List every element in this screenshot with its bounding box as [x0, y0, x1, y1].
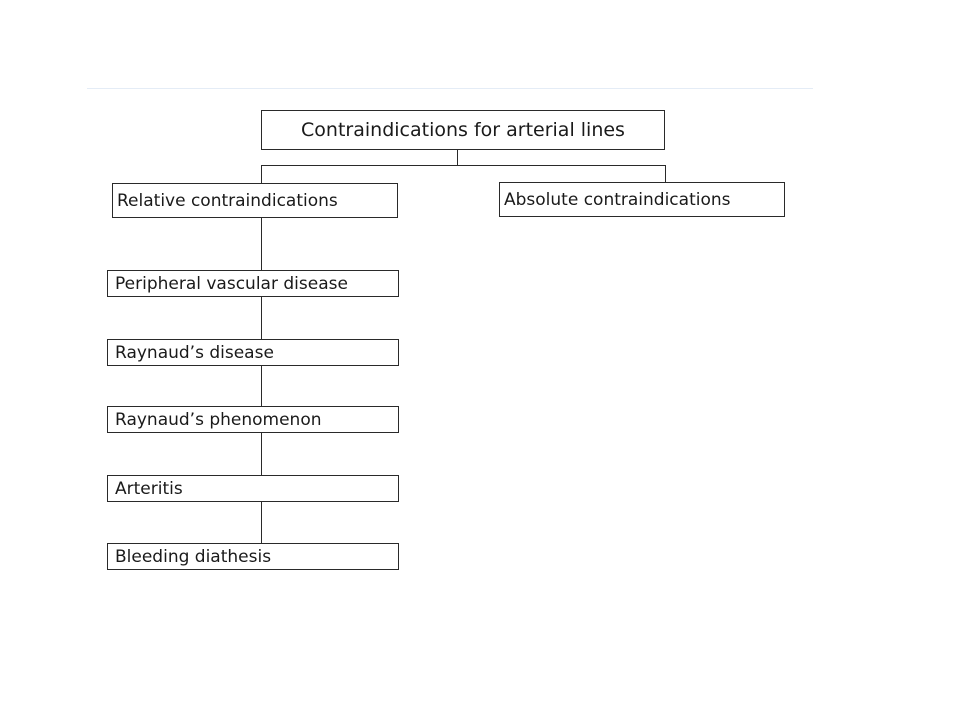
relative-contraindications-node: Relative contraindications	[112, 183, 398, 218]
relative-item-node: Peripheral vascular disease	[107, 270, 399, 297]
relative-item-label: Raynaud’s phenomenon	[115, 409, 322, 430]
relative-item-node: Raynaud’s phenomenon	[107, 406, 399, 433]
relative-item-label: Arteritis	[115, 478, 183, 499]
top-divider	[87, 88, 813, 89]
relative-item-node: Arteritis	[107, 475, 399, 502]
absolute-contraindications-label: Absolute contraindications	[504, 189, 731, 210]
relative-contraindications-label: Relative contraindications	[117, 190, 338, 211]
root-node: Contraindications for arterial lines	[261, 110, 665, 150]
relative-item-node: Raynaud’s disease	[107, 339, 399, 366]
relative-item-label: Raynaud’s disease	[115, 342, 274, 363]
relative-item-node: Bleeding diathesis	[107, 543, 399, 570]
root-node-label: Contraindications for arterial lines	[301, 119, 625, 141]
absolute-contraindications-node: Absolute contraindications	[499, 182, 785, 217]
relative-item-label: Bleeding diathesis	[115, 546, 272, 567]
relative-item-label: Peripheral vascular disease	[115, 273, 348, 294]
